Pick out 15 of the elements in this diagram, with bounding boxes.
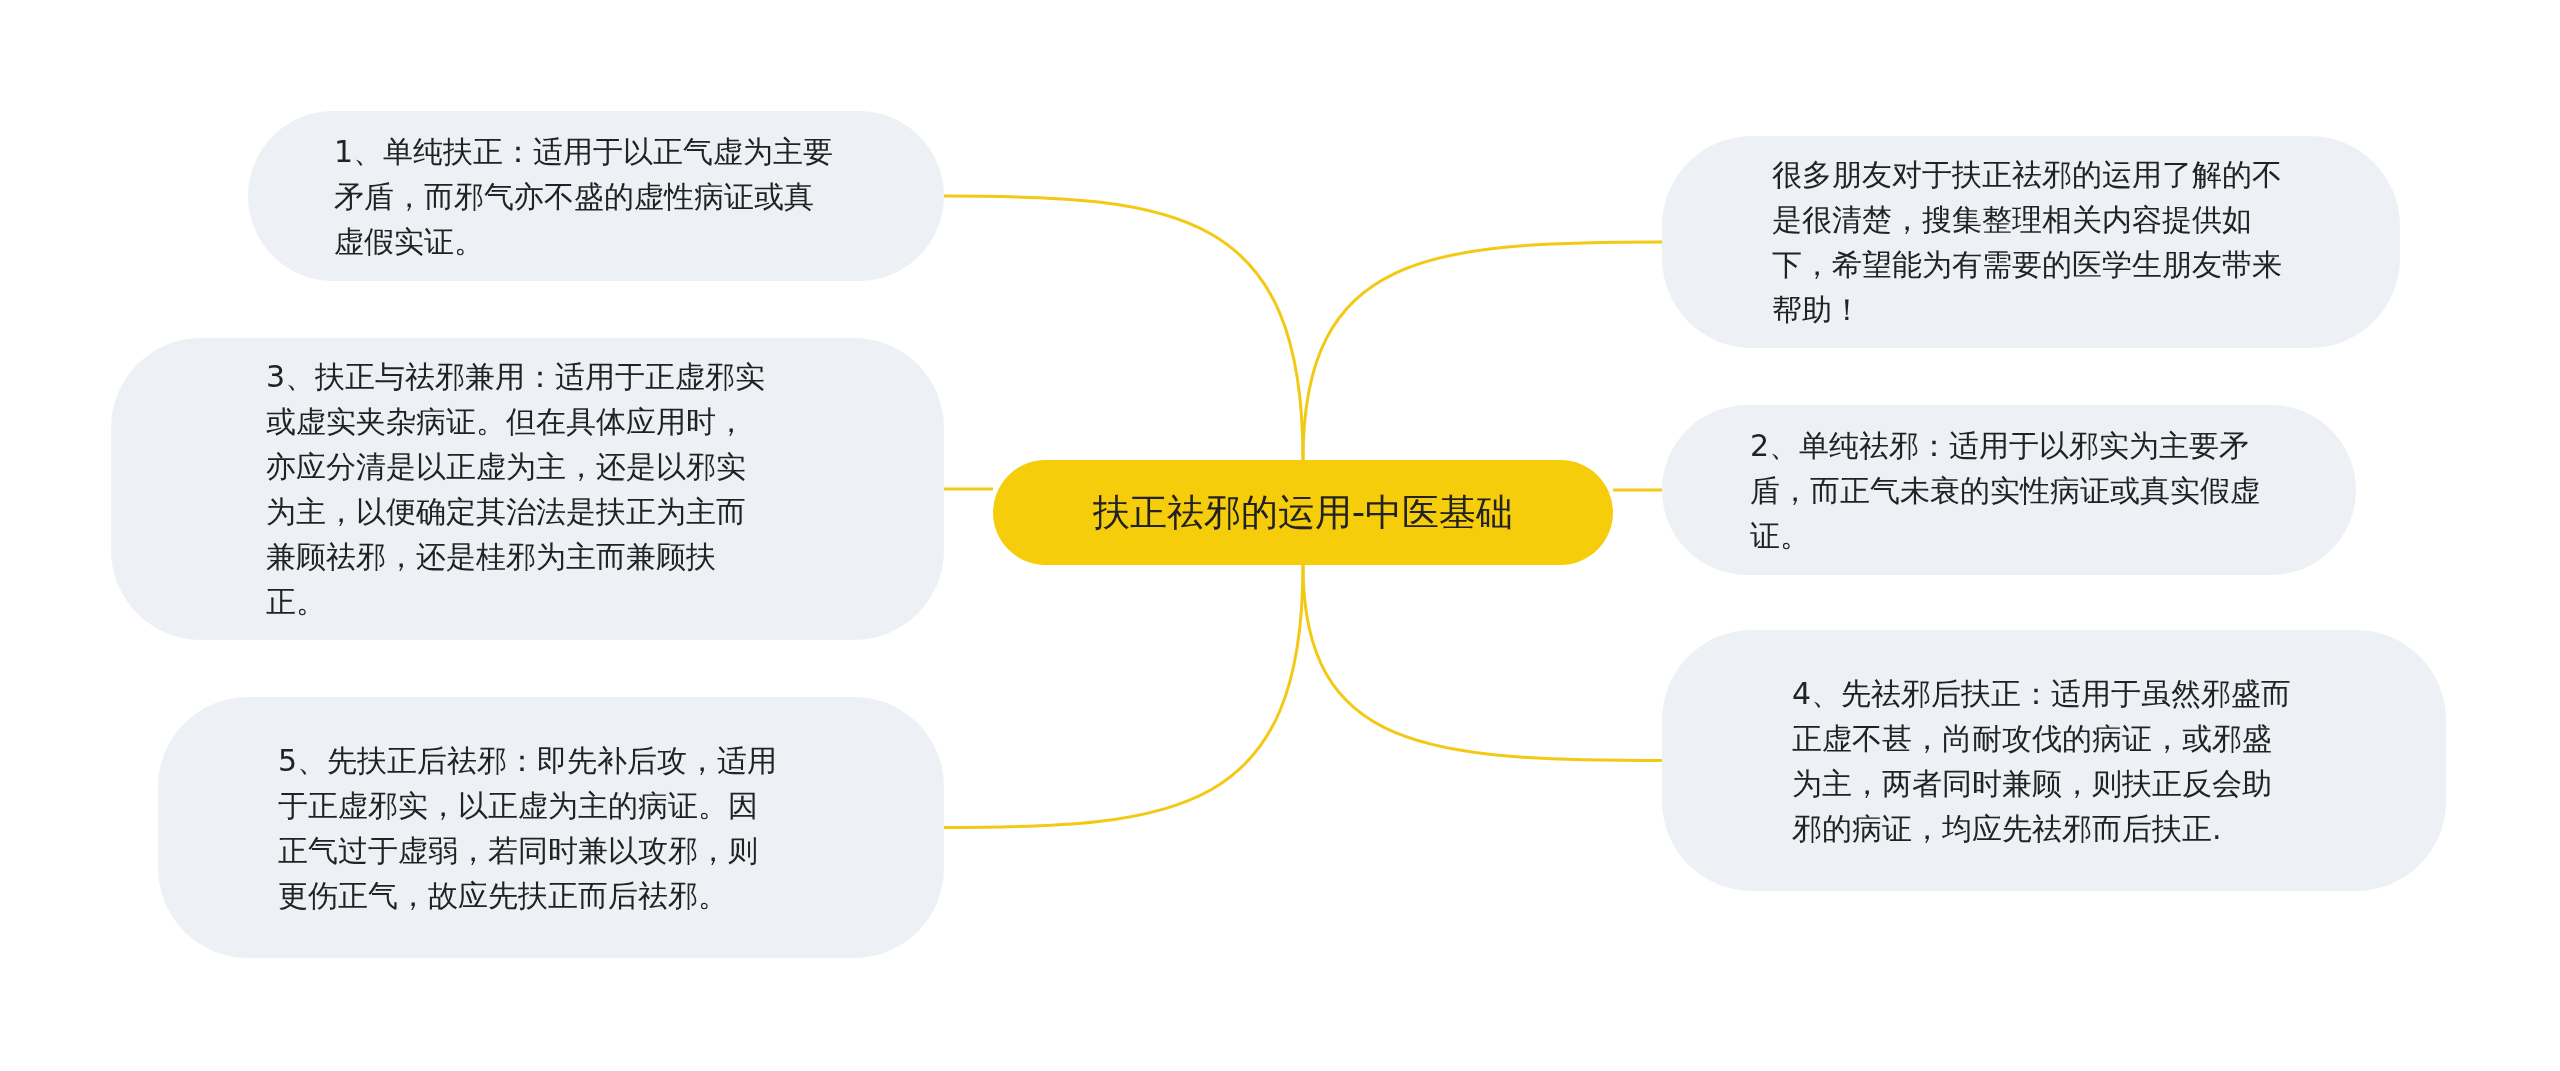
connector-line (944, 194, 1305, 461)
branch-text: 1、单纯扶正：适用于以正气虚为主要矛盾，而邪气亦不盛的虚性病证或真虚假实证。 (334, 132, 834, 261)
branch-text: 5、先扶正后祛邪：即先补后攻，适用于正虚邪实，以正虚为主的病证。因正气过于虚弱，若同时兼以攻邪，则更伤正气，故应先扶正而后祛邪。 (278, 741, 778, 915)
connector-line (1301, 240, 1662, 461)
branch-text: 很多朋友对于扶正祛邪的运用了解的不是很清楚，搜集整理相关内容提供如下，希望能为有需要的医学生朋友带来帮助！ (1772, 156, 2283, 329)
connector-line (1613, 488, 1662, 492)
topic-text: 扶正祛邪的运用-中医基础 (1092, 489, 1514, 536)
branch-text: 2、单纯祛邪：适用于以邪实为主要矛盾，而正气未衰的实性病证或真实假虚证。 (1750, 426, 2261, 555)
branch-text: 4、先祛邪后扶正：适用于虽然邪盛而正虚不甚，尚耐攻伐的病证，或邪盛为主，两者同时兼顾，则扶正反会助邪的病证，均应先祛邪而后扶正. (1792, 674, 2292, 848)
branch-pill (158, 697, 944, 958)
branch-pill (1662, 630, 2446, 891)
connector-line (1301, 564, 1662, 762)
connector-line (944, 487, 993, 491)
branch-text: 3、扶正与祛邪兼用：适用于正虚邪实或虚实夹杂病证。但在具体应用时，亦应分清是以正虚为主，还是以邪实为主，以便确定其治法是扶正为主而兼顾祛邪，还是桂邪为主而兼顾扶正。 (266, 358, 766, 621)
branch-pill (111, 338, 944, 640)
